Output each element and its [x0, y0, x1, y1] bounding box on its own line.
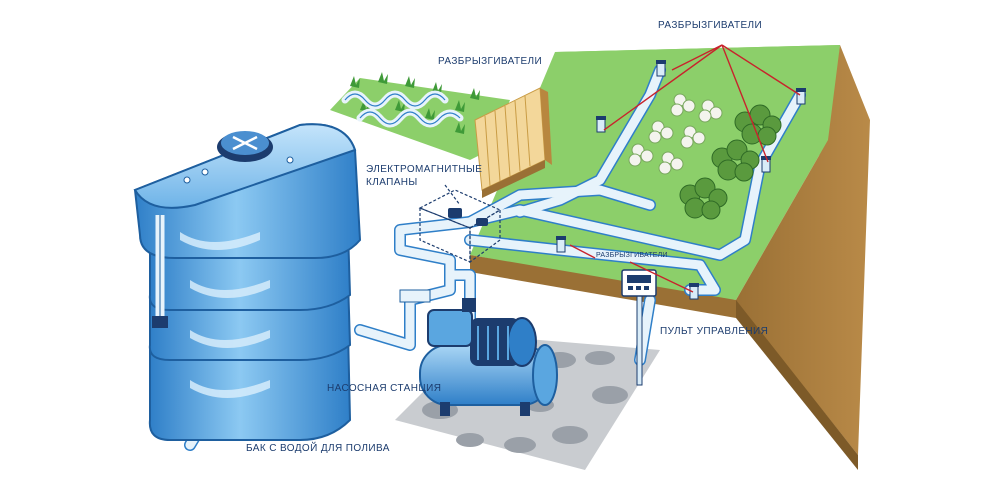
solenoid-valves — [418, 184, 502, 264]
bush-icon — [679, 104, 782, 220]
label-solenoid-valves-line1: ЭЛЕКТРОМАГНИТНЫЕ — [366, 164, 483, 175]
label-solenoid-valves-line2: КЛАПАНЫ — [366, 177, 418, 188]
label-control-panel: ПУЛЬТ УПРАВЛЕНИЯ — [660, 326, 769, 337]
sprinkler-pointers — [569, 44, 801, 293]
valve-icon — [448, 208, 488, 226]
water-tank-icon — [133, 123, 362, 441]
label-sprinklers-top-left: РАЗБРЫЗГИВАТЕЛИ — [438, 56, 543, 67]
pump-icon — [399, 289, 558, 416]
flower-icon — [628, 93, 723, 175]
label-pump-station: НАСОСНАЯ СТАНЦИЯ — [327, 383, 442, 394]
sprinkler-icon — [556, 60, 806, 300]
controller-icon — [621, 269, 657, 386]
vegetable-bed — [330, 72, 552, 198]
label-water-tank: БАК С ВОДОЙ ДЛЯ ПОЛИВА — [246, 443, 390, 454]
label-sprinklers-small: РАЗБРЫЗГИВАТЕЛИ — [596, 252, 668, 259]
label-sprinklers-top-right: РАЗБРЫЗГИВАТЕЛИ — [658, 20, 763, 31]
garden-soil-side — [735, 45, 870, 455]
